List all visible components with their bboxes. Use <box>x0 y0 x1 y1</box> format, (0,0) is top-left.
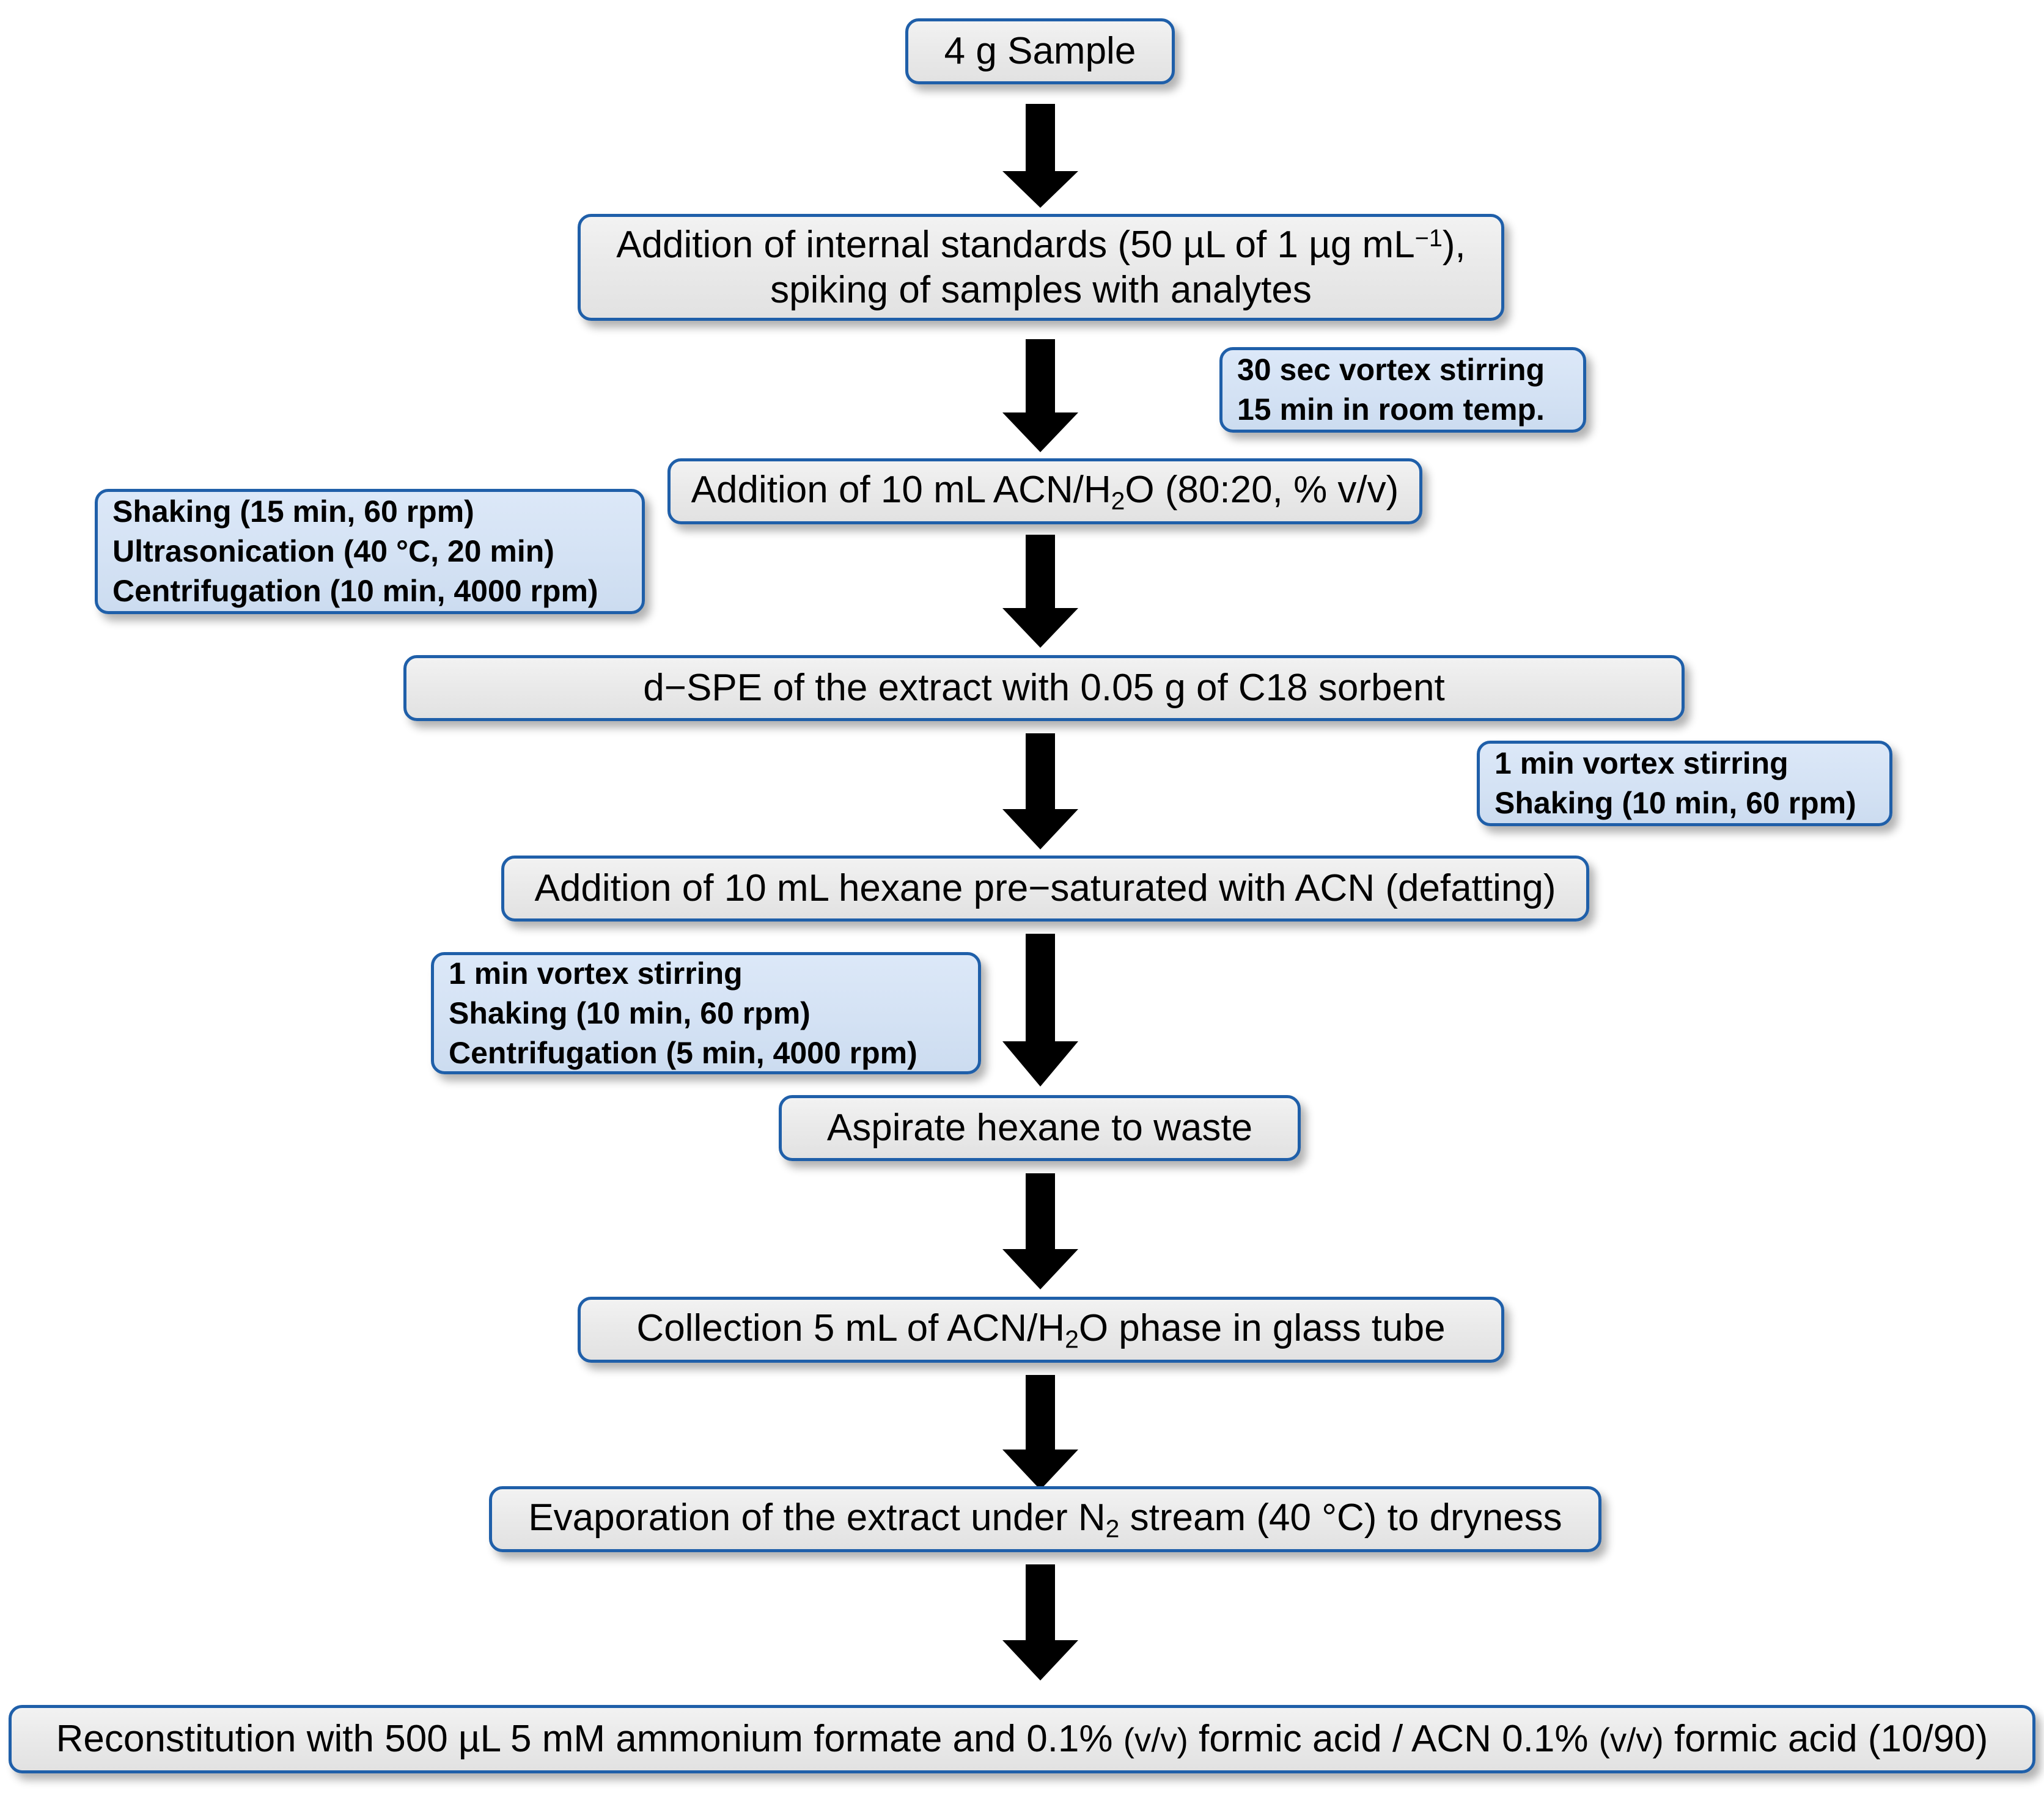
note-shaking-ultrasonication-centrifugation[interactable]: Shaking (15 min, 60 rpm) Ultrasonication… <box>95 489 645 614</box>
node-add-hexane[interactable]: Addition of 10 mL hexane pre−saturated w… <box>501 856 1589 922</box>
node-evaporation-label: Evaporation of the extract under N2 stre… <box>528 1495 1562 1544</box>
note-line: 15 min in room temp. <box>1237 392 1545 427</box>
note-line: Shaking (10 min, 60 rpm) <box>1494 786 1856 820</box>
reconstitution-post-text: formic acid (10/90) <box>1663 1718 1988 1761</box>
note-line: Shaking (10 min, 60 rpm) <box>449 995 811 1030</box>
node-aspirate-hexane[interactable]: Aspirate hexane to waste <box>779 1095 1301 1161</box>
evaporation-pre-text: Evaporation of the extract under N <box>528 1496 1106 1539</box>
standards-line1-text: Addition of internal standards (50 µL of… <box>616 224 1415 266</box>
node-evaporation[interactable]: Evaporation of the extract under N2 stre… <box>489 1486 1601 1552</box>
node-add-acn-water-label: Addition of 10 mL ACN/H2O (80:20, % v/v) <box>691 467 1399 516</box>
node-internal-standards-label: Addition of internal standards (50 µL of… <box>616 222 1466 312</box>
collection-subscript: 2 <box>1065 1325 1079 1354</box>
acn-subscript: 2 <box>1111 486 1125 515</box>
note-vortex-shaking-centrifugation[interactable]: 1 min vortex stirring Shaking (10 min, 6… <box>431 952 981 1074</box>
arrow-evaporation-to-reconstitution <box>1002 1564 1078 1681</box>
note-line: 30 sec vortex stirring <box>1237 353 1545 387</box>
arrow-standards-to-acn <box>1002 339 1078 452</box>
arrow-acn-to-dspe <box>1002 535 1078 648</box>
arrow-collection-to-evaporation <box>1002 1375 1078 1490</box>
note-line: Ultrasonication (40 °C, 20 min) <box>112 534 554 568</box>
standards-superscript: −1 <box>1414 225 1443 252</box>
node-collection-label: Collection 5 mL of ACN/H2O phase in glas… <box>636 1306 1445 1354</box>
note-line: Centrifugation (5 min, 4000 rpm) <box>449 1035 917 1070</box>
node-internal-standards[interactable]: Addition of internal standards (50 µL of… <box>578 214 1504 321</box>
node-sample[interactable]: 4 g Sample <box>905 18 1175 84</box>
arrow-sample-to-standards <box>1002 104 1078 208</box>
node-reconstitution[interactable]: Reconstitution with 500 µL 5 mM ammonium… <box>9 1705 2035 1773</box>
node-collection[interactable]: Collection 5 mL of ACN/H2O phase in glas… <box>578 1297 1504 1363</box>
node-dspe[interactable]: d−SPE of the extract with 0.05 g of C18 … <box>403 655 1685 721</box>
reconstitution-vv-1: (v/v) <box>1123 1721 1188 1759</box>
acn-pre-text: Addition of 10 mL ACN/H <box>691 468 1111 511</box>
collection-post-text: O phase in glass tube <box>1078 1307 1446 1349</box>
note-vortex-shaking-right[interactable]: 1 min vortex stirring Shaking (10 min, 6… <box>1477 741 1892 826</box>
node-add-acn-water[interactable]: Addition of 10 mL ACN/H2O (80:20, % v/v) <box>667 458 1422 524</box>
arrow-hexane-to-aspirate <box>1002 934 1078 1087</box>
arrow-aspirate-to-collection <box>1002 1173 1078 1289</box>
note-line: 1 min vortex stirring <box>449 956 743 991</box>
evaporation-subscript: 2 <box>1105 1514 1120 1543</box>
standards-line1-end: ), <box>1442 224 1466 266</box>
note-line: Shaking (15 min, 60 rpm) <box>112 494 474 529</box>
collection-pre-text: Collection 5 mL of ACN/H <box>636 1307 1065 1349</box>
node-dspe-label: d−SPE of the extract with 0.05 g of C18 … <box>643 667 1445 709</box>
node-aspirate-hexane-label: Aspirate hexane to waste <box>826 1107 1253 1149</box>
note-line: 1 min vortex stirring <box>1494 746 1789 780</box>
evaporation-post-text: stream (40 °C) to dryness <box>1119 1496 1562 1539</box>
node-reconstitution-label: Reconstitution with 500 µL 5 mM ammonium… <box>56 1717 1988 1761</box>
note-line: Centrifugation (10 min, 4000 rpm) <box>112 574 598 608</box>
acn-post-text: O (80:20, % v/v) <box>1125 468 1399 511</box>
reconstitution-pre-text: Reconstitution with 500 µL 5 mM ammonium… <box>56 1718 1123 1761</box>
standards-line2-text: spiking of samples with analytes <box>770 268 1312 311</box>
node-add-hexane-label: Addition of 10 mL hexane pre−saturated w… <box>534 867 1556 910</box>
node-sample-label: 4 g Sample <box>944 30 1136 73</box>
reconstitution-mid-text: formic acid / ACN 0.1% <box>1188 1718 1599 1761</box>
arrow-dspe-to-hexane <box>1002 733 1078 849</box>
note-vortex-room-temp[interactable]: 30 sec vortex stirring 15 min in room te… <box>1219 347 1586 433</box>
reconstitution-vv-2: (v/v) <box>1598 1721 1664 1759</box>
